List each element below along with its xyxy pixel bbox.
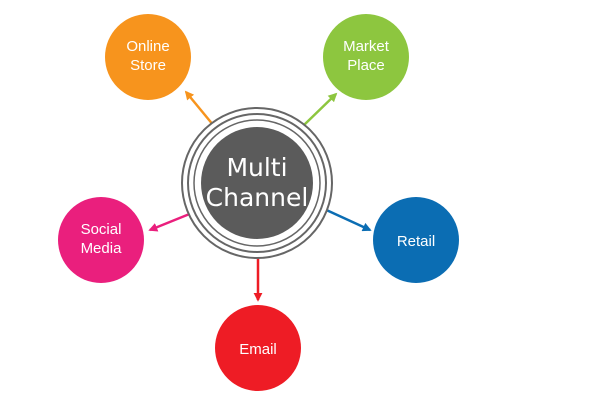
node-email-label: Email [239,341,277,358]
center-middle-ring [187,113,327,253]
node-market-place-label-line1: Market [343,38,390,55]
node-retail: Retail [373,197,459,283]
node-market-place-label-line2: Place [347,57,385,74]
node-online-store-label-line2: Store [130,57,166,74]
node-online-store-label-line1: Online [126,38,169,55]
arrow-social-media [148,211,193,232]
node-social-media-label-line2: Media [81,240,123,257]
node-social-media-circle [58,197,144,283]
node-social-media: Social Media [58,197,144,283]
node-email: Email [215,305,301,391]
node-retail-circle [373,197,459,283]
arrow-retail [321,206,372,232]
center-label-line1: Multi [226,153,287,182]
node-market-place: Market Place [323,14,409,100]
node-social-media-label-line1: Social [81,221,122,238]
center-disc [201,127,313,239]
center-hub: Multi Channel [181,107,333,259]
node-market-place-circle [323,14,409,100]
arrow-online-store [184,90,215,127]
node-online-store: Online Store [105,14,191,100]
node-retail-label: Retail [397,233,435,250]
center-label-line2: Channel [206,183,309,212]
node-online-store-circle [105,14,191,100]
arrow-market-place [303,92,338,126]
node-email-circle [215,305,301,391]
center-inner-ring [193,119,321,247]
